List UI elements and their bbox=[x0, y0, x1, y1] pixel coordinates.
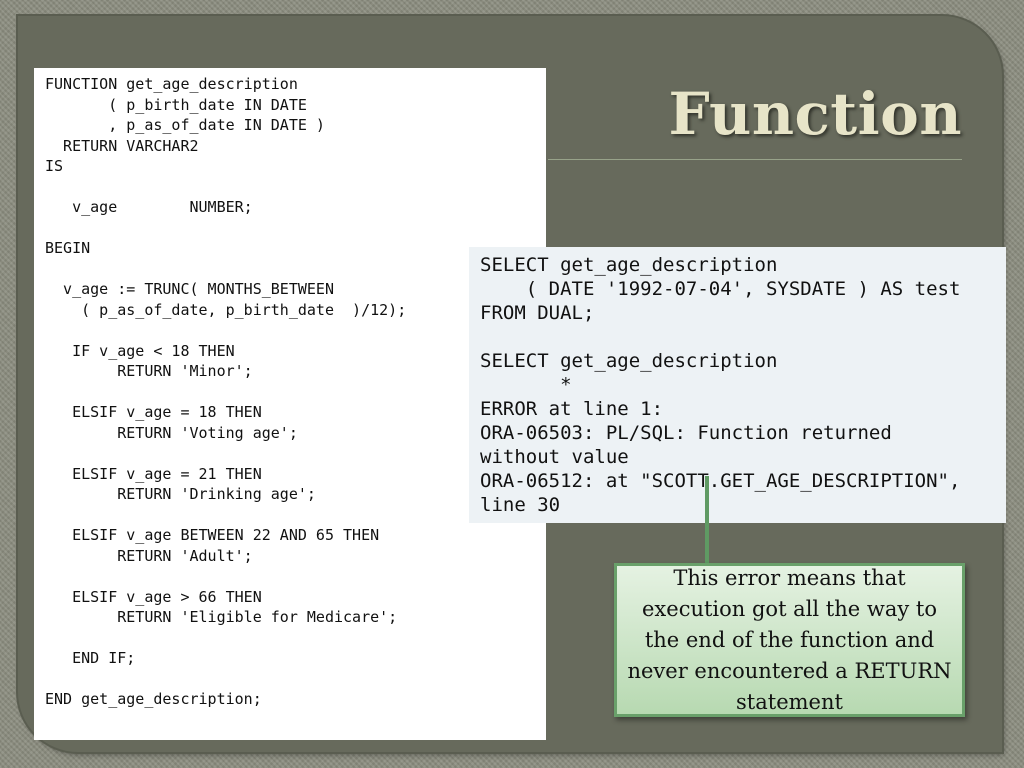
error-explanation-callout: This error means that execution got all … bbox=[614, 563, 965, 717]
query-output-panel: SELECT get_age_description ( DATE '1992-… bbox=[469, 247, 1006, 523]
callout-connector bbox=[705, 476, 709, 566]
function-source-code: FUNCTION get_age_description ( p_birth_d… bbox=[45, 75, 407, 708]
query-output-text: SELECT get_age_description ( DATE '1992-… bbox=[480, 254, 961, 516]
callout-text: This error means that execution got all … bbox=[627, 565, 952, 714]
function-code-panel: FUNCTION get_age_description ( p_birth_d… bbox=[34, 68, 546, 740]
slide-title: Function bbox=[668, 80, 962, 148]
title-divider bbox=[548, 159, 962, 160]
